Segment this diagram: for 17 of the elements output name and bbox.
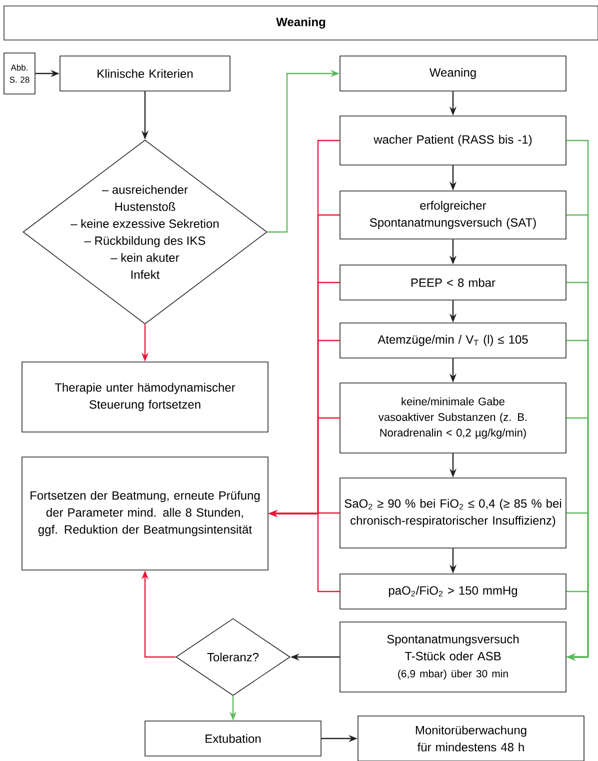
process-box: Monitorüberwachung für mindestens 48 h: [358, 716, 584, 761]
process-box: paO$_{2}$/FiO$_{2}$ > 150 mmHg: [340, 574, 566, 610]
process-box: keine/minimale Gabe vasoaktiver Substanzen (z. B. Noradrenalin < 0,2 µg/kg/min): [340, 382, 566, 454]
process-box: Fortsetzen der Beatmung, erneute Prüfung der Parameter mind. alle 8 Stunden, ggf. Reduktion der Beatmungsintensität: [22, 456, 268, 570]
process-box: wacher Patient (RASS bis -1): [340, 116, 566, 166]
process-box: Spontanatmungsversuch T-Stück oder ASB (6,9 mbar) über 30 min: [340, 622, 566, 692]
process-box: Therapie unter hämodynamischer Steuerung fortsetzen: [22, 362, 268, 432]
arrow: [566, 590, 589, 661]
process-box: Weaning: [340, 56, 566, 92]
process-box: erfolgreicher Spontanatmungsversuch (SAT): [340, 190, 566, 240]
process-box: PEEP < 8 mbar: [340, 264, 566, 300]
process-box: Extubation: [144, 720, 322, 756]
title-bar: Weaning: [4, 6, 598, 40]
process-box: SaO$_{2}$ ≥ 90 % bei FiO$_{2}$ ≤ 0,4 (≥ 85 % bei chronisch-respiratorischer Insuffizienz): [340, 478, 566, 548]
process-box: Klinische Kriterien: [60, 56, 230, 92]
process-box: Atemzüge/min / V$_{T}$ (l) ≤ 105: [340, 322, 566, 358]
reference-box: Abb. S. 28: [4, 52, 36, 94]
